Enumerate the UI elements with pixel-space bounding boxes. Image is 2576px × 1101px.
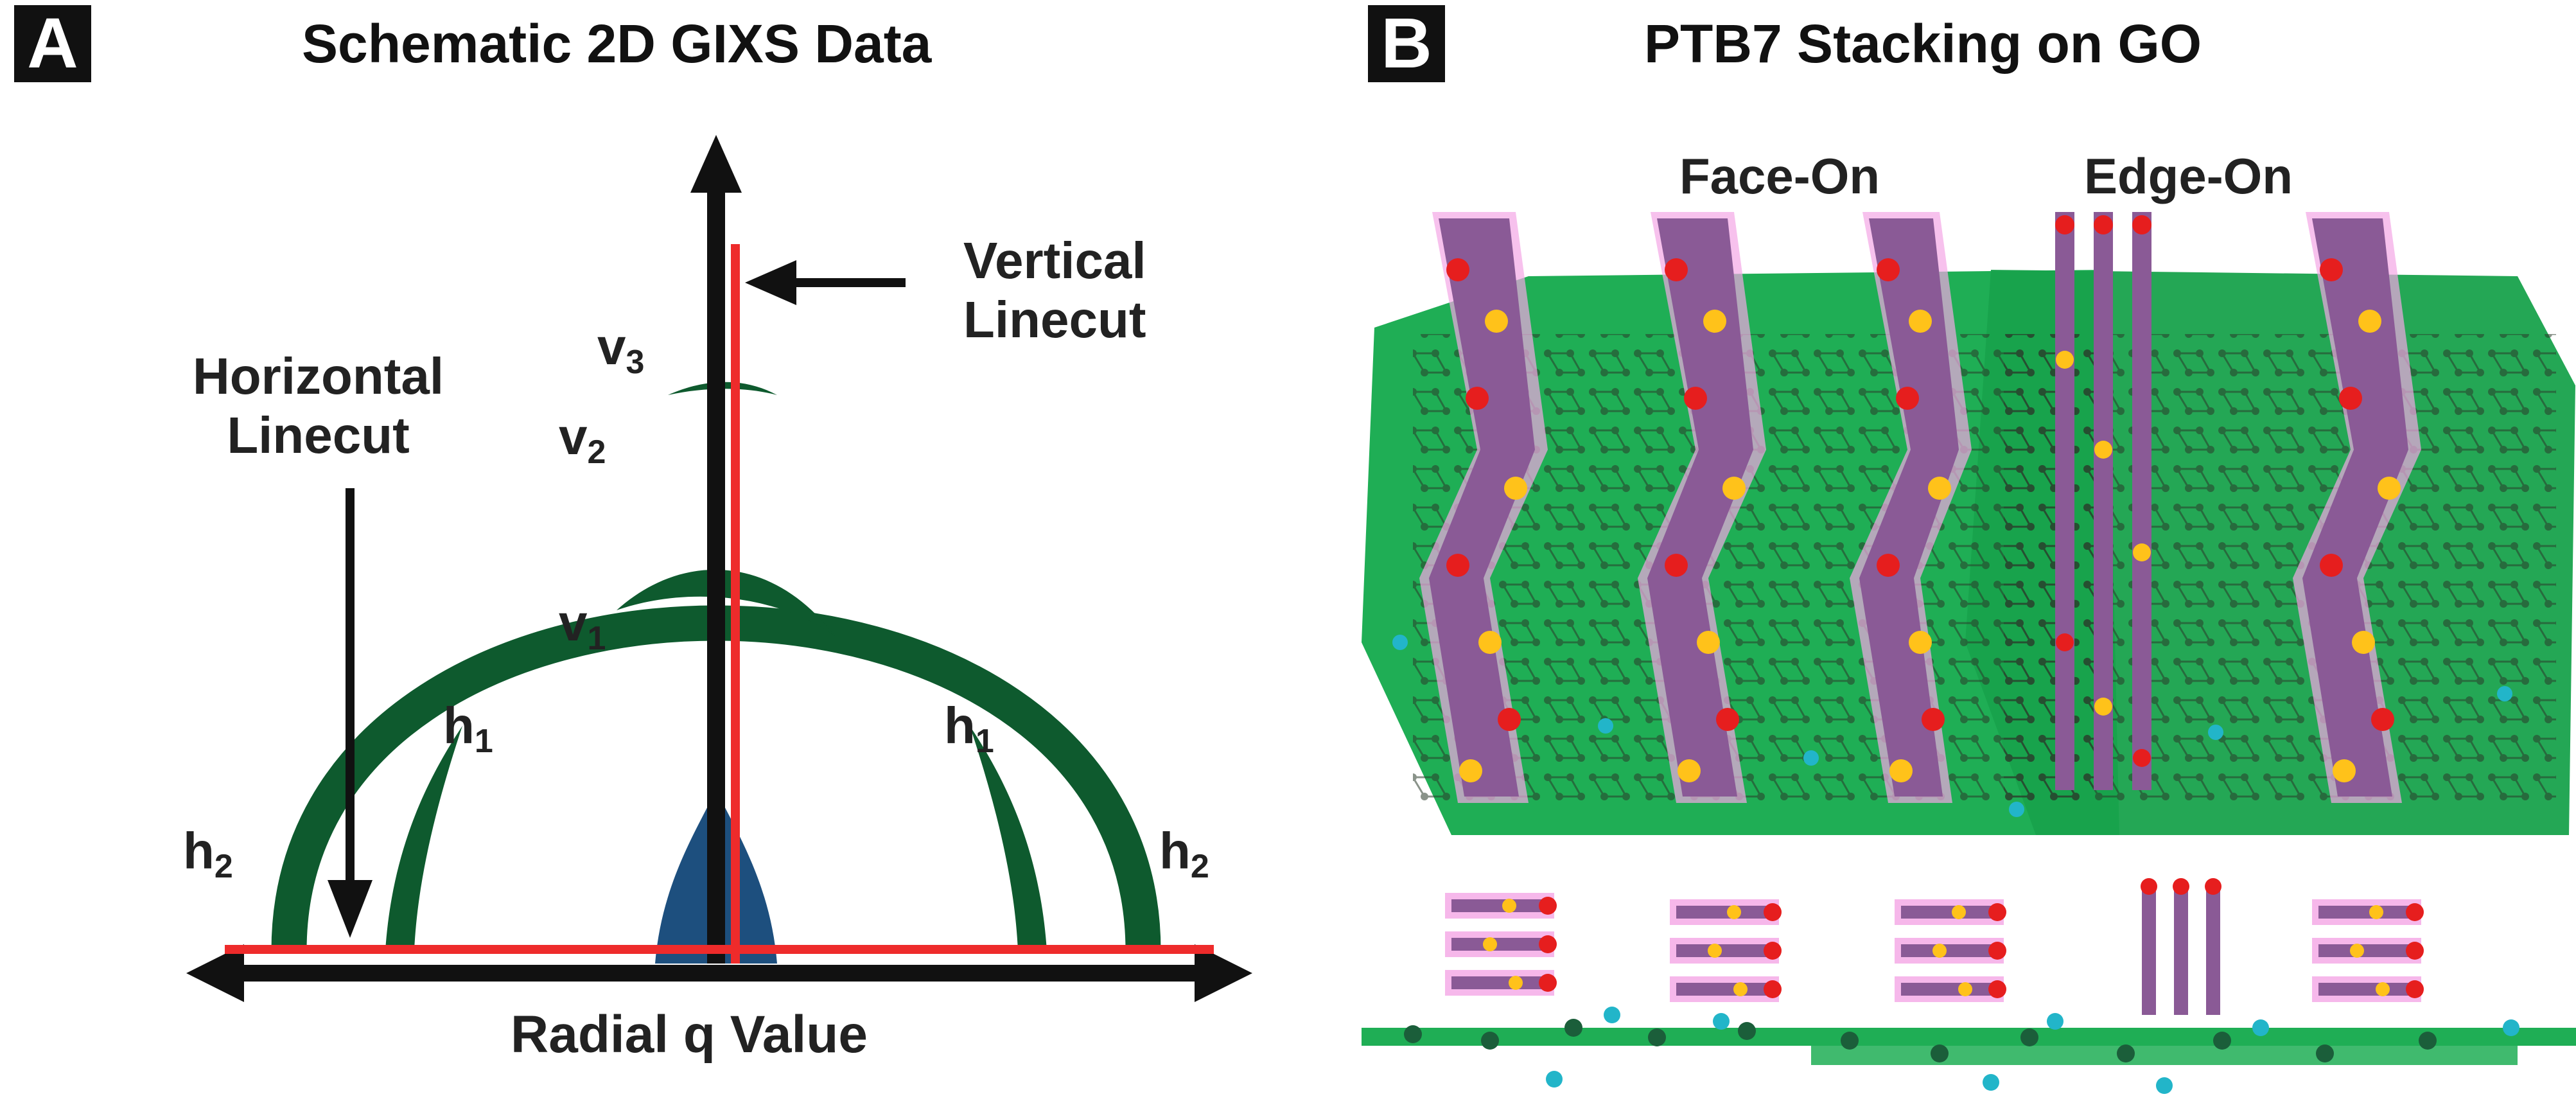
panel-b-ptb7-stacking: B PTB7 Stacking on GO Face-On Edge-On xyxy=(1362,0,2576,1101)
panel-a-gixs-schematic: A Schematic 2D GIXS Data Vertical Linecu… xyxy=(0,0,1362,1101)
peak-h2-right-label: h2 xyxy=(1159,825,1209,883)
peak-v2-label: v2 xyxy=(559,411,606,469)
peak-v3-label: v3 xyxy=(597,321,644,379)
peak-h2-left-label: h2 xyxy=(183,825,233,883)
peak-h1-left-label: h1 xyxy=(443,700,493,758)
horizontal-linecut-label: Horizontal Linecut xyxy=(193,347,444,465)
vertical-linecut-pointer-head xyxy=(745,260,796,305)
h1-left-arc xyxy=(385,726,462,951)
x-axis-label: Radial q Value xyxy=(511,1009,868,1061)
molecule-model-icon xyxy=(1362,0,2576,1101)
peak-h1-right-label: h1 xyxy=(944,700,994,758)
gixs-diagram xyxy=(0,0,1362,1101)
edge-on-stacks xyxy=(2055,212,2151,790)
side-view-go-sheet xyxy=(1362,1007,2576,1094)
peak-v1-label: v1 xyxy=(559,597,606,655)
go-lattice-right xyxy=(2004,334,2556,809)
vertical-linecut-label: Vertical Linecut xyxy=(963,231,1146,349)
vertical-axis-arrowhead xyxy=(690,135,742,193)
side-view-stacks xyxy=(1445,878,2424,1015)
horizontal-linecut-pointer-head xyxy=(328,880,372,938)
